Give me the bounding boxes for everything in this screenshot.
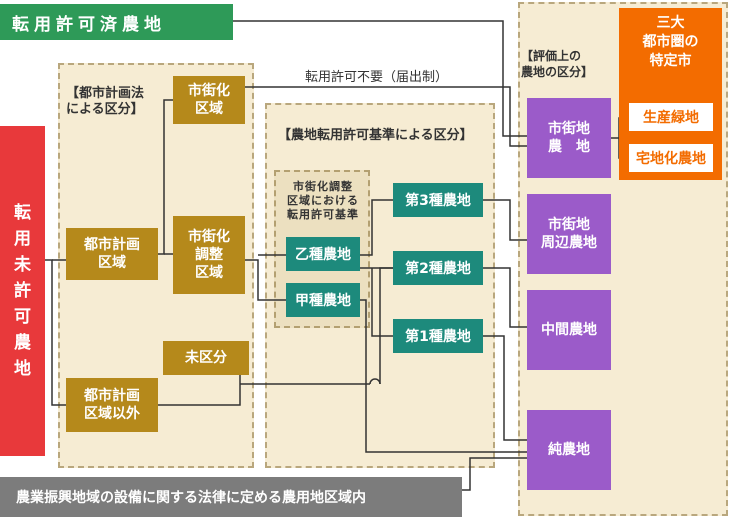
urban-farmland-box: 市街地 農 地 — [527, 98, 611, 178]
ko-farmland-box: 甲種農地 — [286, 283, 360, 317]
urbanization-area-box: 市街化 区域 — [173, 76, 245, 124]
city-plan-title: 【都市計画法 による区分】 — [66, 86, 145, 117]
adjustment-standard-title: 市街化調整 区域における 転用許可基準 — [287, 180, 359, 221]
bottom-banner-text: 農業振興地域の設備に関する法律に定める農用地区域内 — [16, 490, 366, 506]
outside-city-plan-box: 都市計画 区域以外 — [66, 378, 158, 432]
class2-farmland-box: 第2種農地 — [393, 251, 483, 285]
class3-farmland-box: 第3種農地 — [393, 183, 483, 217]
city-plan-area-box: 都市計画 区域 — [66, 228, 158, 280]
evaluation-title: 【評価上の 農地の区分】 — [521, 49, 594, 79]
bottom-banner: 農業振興地域の設備に関する法律に定める農用地区域内 — [0, 477, 462, 517]
permit-standard-title: 【農地転用許可基準による区分】 — [278, 128, 473, 143]
otsu-farmland-box: 乙種農地 — [286, 237, 360, 271]
productive-green-box: 生産緑地 — [627, 101, 715, 133]
left-banner: 転 用 未 許 可 農 地 — [0, 126, 45, 456]
middle-farmland-box: 中間農地 — [527, 290, 611, 370]
unclassified-box: 未区分 — [163, 341, 249, 375]
top-banner: 転用許可済農地 — [0, 4, 233, 40]
left-banner-text: 転 用 未 許 可 農 地 — [14, 203, 31, 379]
top-banner-text: 転用許可済農地 — [12, 14, 166, 35]
residential-farmland-box: 宅地化農地 — [627, 142, 715, 174]
urban-peripheral-farmland-box: 市街地 周辺農地 — [527, 194, 611, 274]
class1-farmland-box: 第1種農地 — [393, 319, 483, 353]
no-permit-label: 転用許可不要（届出制） — [305, 70, 449, 85]
metro-title: 三大 都市圏の 特定市 — [642, 15, 699, 69]
adjustment-area-box: 市街化 調整 区域 — [173, 216, 245, 294]
pure-farmland-box: 純農地 — [527, 410, 611, 490]
